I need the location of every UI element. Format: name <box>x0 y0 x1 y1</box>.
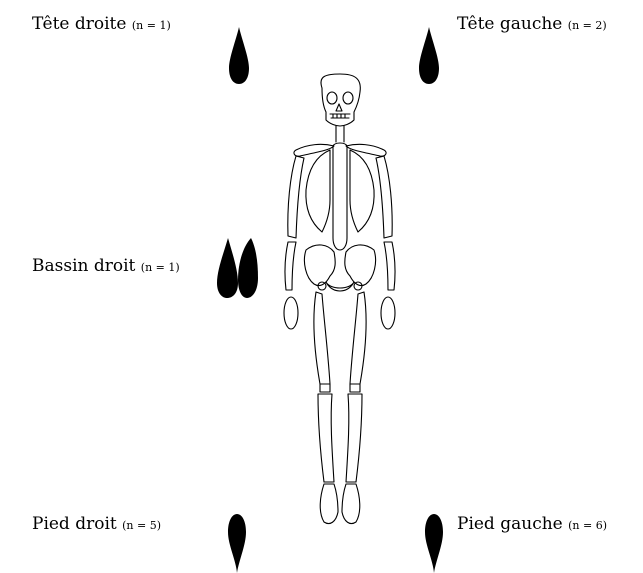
clavicle-right <box>294 144 334 156</box>
femur-left <box>350 292 366 384</box>
marker-foot-left <box>425 514 443 573</box>
nasal-cavity <box>336 104 342 111</box>
forearm-left <box>384 242 395 290</box>
humerus-left <box>376 156 392 238</box>
eye-socket-left <box>343 92 353 104</box>
foot-left <box>342 484 360 524</box>
foot-right <box>320 484 338 524</box>
jaw <box>330 114 350 118</box>
knee-right <box>320 384 330 392</box>
hand-left <box>381 297 395 329</box>
teardrop-icon <box>238 238 258 298</box>
femur-right <box>314 292 330 384</box>
marker-foot-right <box>228 514 246 573</box>
pelvis-left-wing <box>345 245 376 286</box>
pelvis <box>304 245 335 286</box>
clavicle-left <box>346 144 386 156</box>
teardrop-icon <box>425 514 443 573</box>
eye-socket-right <box>327 92 337 104</box>
cervical-spine <box>336 126 344 142</box>
ribcage-right <box>306 150 330 232</box>
teardrop-icon <box>229 27 249 84</box>
sacrum <box>326 282 354 291</box>
humerus-right <box>288 156 304 238</box>
teardrop-icon <box>228 514 246 573</box>
tibia-left <box>346 394 362 482</box>
tibia-right <box>318 394 334 482</box>
marker-head-left <box>419 27 439 84</box>
teardrop-icon <box>419 27 439 84</box>
forearm-right <box>285 242 296 290</box>
teardrop-icon <box>217 238 238 298</box>
hand-right <box>284 297 298 329</box>
ribcage-left <box>350 150 374 232</box>
marker-head-right <box>229 27 249 84</box>
skeleton-icon <box>284 74 395 524</box>
knee-left <box>350 384 360 392</box>
marker-pelvis-right <box>217 238 258 298</box>
spine <box>333 143 347 250</box>
